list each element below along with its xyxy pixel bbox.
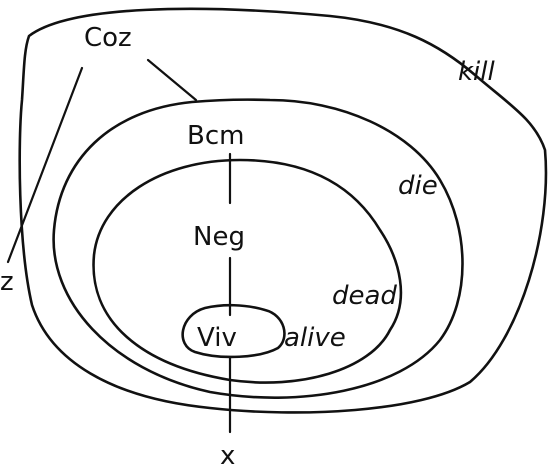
coz-to-z-connector	[6, 66, 84, 264]
label-die: die	[398, 171, 438, 201]
die-region-outline	[52, 98, 464, 399]
coz-to-bcm-connector	[146, 58, 198, 102]
dead-region-outline	[92, 158, 403, 384]
alive-region-outline	[181, 303, 286, 359]
label-viv: Viv	[197, 323, 237, 353]
label-neg: Neg	[193, 222, 245, 252]
label-z: z	[0, 267, 14, 297]
label-kill: kill	[458, 57, 496, 87]
label-coz: Coz	[84, 23, 132, 53]
label-bcm: Bcm	[187, 121, 244, 151]
label-alive: alive	[284, 323, 346, 353]
label-dead: dead	[332, 281, 397, 311]
kill-region-outline	[18, 7, 548, 414]
label-x: x	[220, 441, 235, 468]
